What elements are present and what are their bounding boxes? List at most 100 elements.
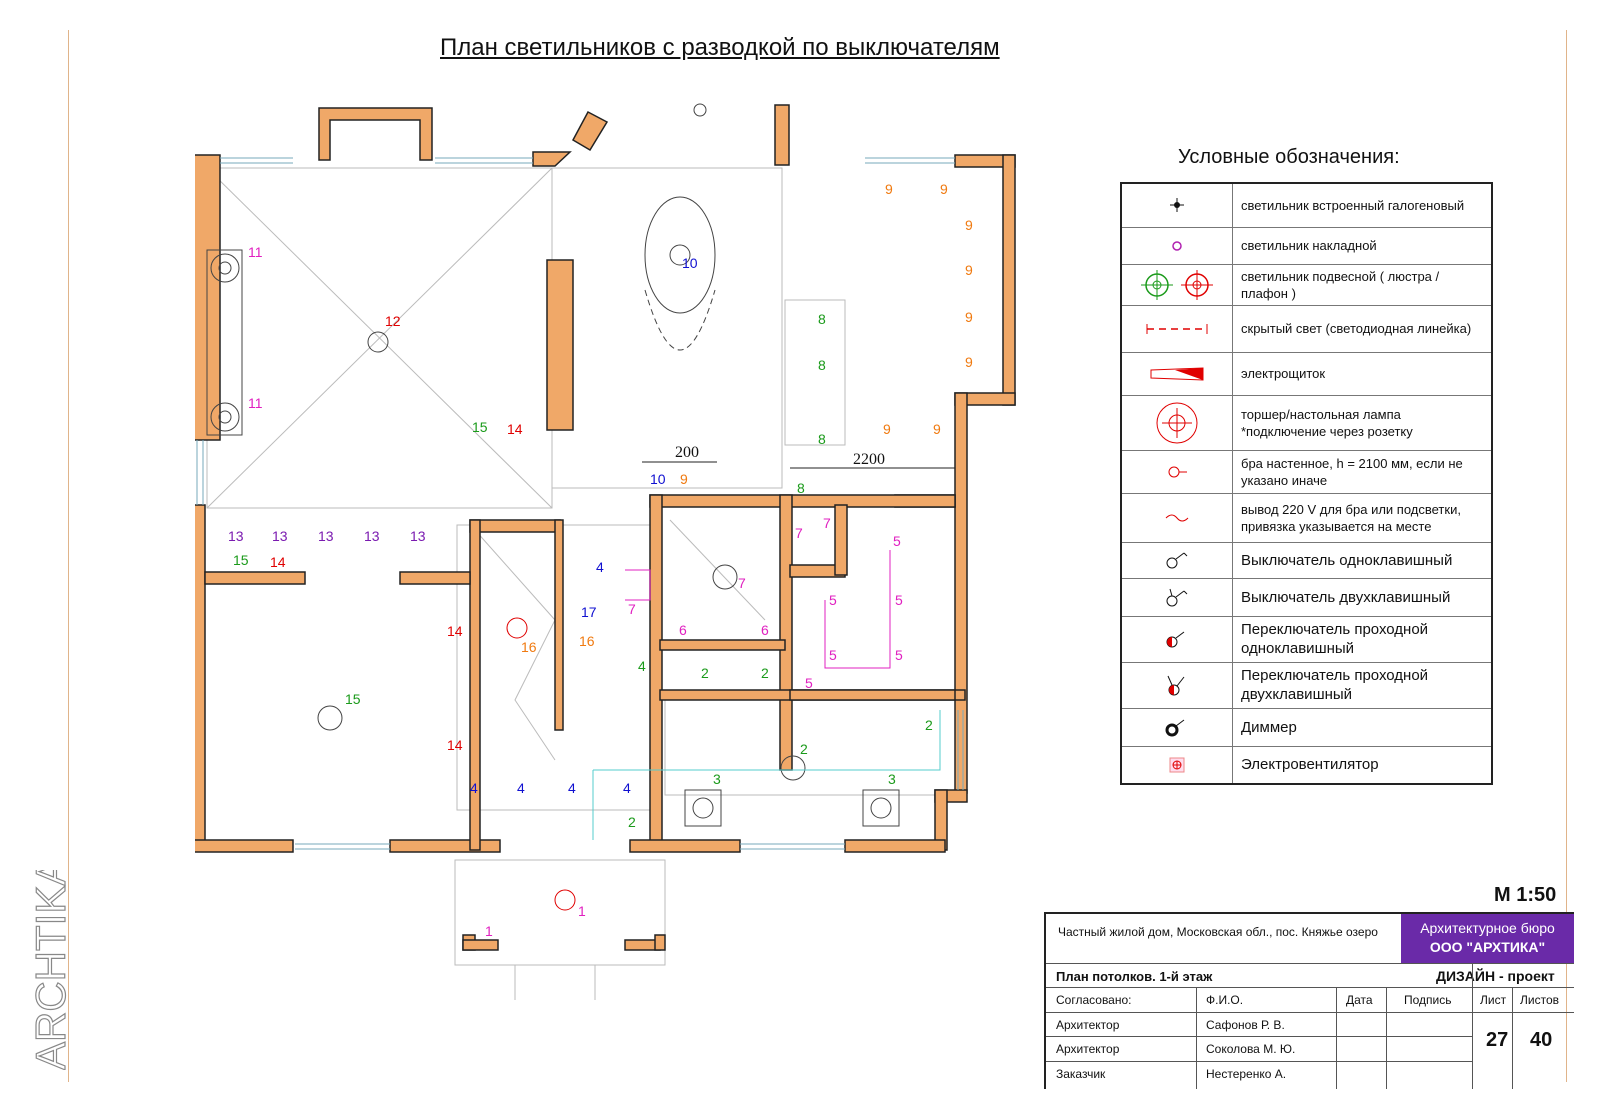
legend-row: бра настенное, h = 2100 мм, если не указ… bbox=[1120, 449, 1493, 494]
fixture-label: 8 bbox=[818, 431, 826, 447]
legend-row: торшер/настольная лампа *подключение чер… bbox=[1120, 394, 1493, 451]
legend-label: светильник подвесной ( люстра / плафон ) bbox=[1232, 263, 1493, 306]
fixture-label: 13 bbox=[410, 528, 426, 544]
dimension-label: 200 bbox=[675, 444, 699, 461]
fixture-label: 4 bbox=[638, 658, 646, 674]
header-date: Дата bbox=[1346, 993, 1373, 1007]
fixture-label: 7 bbox=[823, 515, 831, 531]
row-role: Архитектор bbox=[1056, 1018, 1120, 1032]
floor-symbol-icon bbox=[1120, 394, 1233, 451]
fixture-label: 7 bbox=[795, 525, 803, 541]
fixture-label: 15 bbox=[345, 691, 361, 707]
ceiling-lines bbox=[206, 167, 961, 1000]
row-role: Заказчик bbox=[1056, 1067, 1106, 1081]
legend-label: скрытый свет (светодиодная линейка) bbox=[1232, 304, 1493, 353]
fixture-label: 9 bbox=[965, 354, 973, 370]
output-symbol-icon bbox=[1120, 492, 1233, 543]
legend-row: Выключатель двухклавишный bbox=[1120, 577, 1493, 617]
fixture-label: 15 bbox=[472, 419, 488, 435]
fixture-label: 5 bbox=[829, 647, 837, 663]
legend-label: торшер/настольная лампа *подключение чер… bbox=[1232, 394, 1493, 451]
header-name: Ф.И.О. bbox=[1206, 993, 1244, 1007]
fixture-label: 5 bbox=[805, 675, 813, 691]
bureau-badge: Архитектурное бюро ООО "АРХТИКА" bbox=[1401, 914, 1574, 963]
header-sheets: Листов bbox=[1520, 993, 1559, 1007]
fixture-label: 2 bbox=[800, 741, 808, 757]
fixture-label: 10 bbox=[682, 255, 698, 271]
walls bbox=[195, 104, 1016, 951]
fixture-label: 12 bbox=[385, 313, 401, 329]
header-agreed: Согласовано: bbox=[1056, 993, 1132, 1007]
fixture-label: 8 bbox=[797, 480, 805, 496]
fixture-label: 9 bbox=[885, 181, 893, 197]
hidden-symbol-icon bbox=[1120, 304, 1233, 353]
fixture-label: 9 bbox=[680, 471, 688, 487]
header-sign: Подпись bbox=[1404, 993, 1452, 1007]
pendant-symbol-icon bbox=[1120, 263, 1233, 306]
dimmer-symbol-icon bbox=[1120, 707, 1233, 747]
fixture-label: 14 bbox=[270, 554, 286, 570]
fixture-label: 9 bbox=[965, 262, 973, 278]
windows bbox=[196, 157, 964, 850]
bureau-line2: ООО "АРХТИКА" bbox=[1429, 939, 1546, 955]
fixture-label: 16 bbox=[579, 633, 595, 649]
fixture-label: 4 bbox=[596, 559, 604, 575]
bureau-line1: Архитектурное бюро bbox=[1420, 920, 1555, 936]
header-sheet: Лист bbox=[1480, 993, 1507, 1007]
legend-label: бра настенное, h = 2100 мм, если не указ… bbox=[1232, 449, 1493, 494]
pass2-symbol-icon bbox=[1120, 661, 1233, 709]
sheets-total: 40 bbox=[1530, 1029, 1553, 1051]
legend-title: Условные обозначения: bbox=[1178, 146, 1400, 168]
legend-row: Выключатель одноклавишный bbox=[1120, 541, 1493, 579]
fixture-label: 8 bbox=[818, 311, 826, 327]
fixture-label: 14 bbox=[507, 421, 523, 437]
fixture-label: 14 bbox=[447, 623, 463, 639]
legend-label: Переключатель проходной одноклавишный bbox=[1232, 615, 1493, 663]
fixture-label: 7 bbox=[738, 575, 746, 591]
fixture-label: 15 bbox=[233, 552, 249, 568]
row-role: Архитектор bbox=[1056, 1042, 1120, 1056]
fixture-label: 14 bbox=[447, 737, 463, 753]
frame-left-line bbox=[68, 30, 69, 1082]
fixture-label: 9 bbox=[940, 181, 948, 197]
scale-label: М 1:50 bbox=[1494, 884, 1557, 906]
fixture-label: 6 bbox=[679, 622, 687, 638]
dimension-label: 2200 bbox=[853, 451, 885, 468]
fixture-label: 9 bbox=[883, 421, 891, 437]
fixture-label: 4 bbox=[568, 780, 576, 796]
legend-label: вывод 220 V для бра или подсветки, привя… bbox=[1232, 492, 1493, 543]
fixture-label: 4 bbox=[623, 780, 631, 796]
legend-row: электрощиток bbox=[1120, 351, 1493, 396]
fixture-label: 13 bbox=[272, 528, 288, 544]
fixture-label: 3 bbox=[888, 771, 896, 787]
fixture-label: 11 bbox=[248, 395, 263, 411]
fixture-label: 4 bbox=[470, 780, 478, 796]
fixture-label: 5 bbox=[895, 647, 903, 663]
fixture-label: 6 bbox=[761, 622, 769, 638]
legend-label: Выключатель одноклавишный bbox=[1232, 541, 1493, 579]
legend-label: Переключатель проходной двухклавишный bbox=[1232, 661, 1493, 709]
fixture-label: 2 bbox=[628, 814, 636, 830]
row-name: Соколова М. Ю. bbox=[1206, 1042, 1296, 1056]
row-name: Нестеренко А. bbox=[1206, 1067, 1287, 1081]
legend-row: Диммер bbox=[1120, 707, 1493, 747]
legend-row: Переключатель проходной двухклавишный bbox=[1120, 661, 1493, 709]
fixture-label: 5 bbox=[893, 533, 901, 549]
fixture-label: 5 bbox=[895, 592, 903, 608]
project-type: ДИЗАЙН - проект bbox=[1436, 968, 1555, 984]
fixture-label: 17 bbox=[581, 604, 597, 620]
legend-row: вывод 220 V для бра или подсветки, привя… bbox=[1120, 492, 1493, 543]
legend-row: Переключатель проходной одноклавишный bbox=[1120, 615, 1493, 663]
sheet-number: 27 bbox=[1486, 1029, 1509, 1051]
row-name: Сафонов Р. В. bbox=[1206, 1018, 1285, 1032]
sconce-symbol-icon bbox=[1120, 449, 1233, 494]
fixture-label: 1 bbox=[485, 923, 493, 939]
fixture-label: 3 bbox=[713, 771, 721, 787]
legend-label: светильник накладной bbox=[1232, 226, 1493, 265]
fixtures bbox=[206, 103, 900, 911]
brand-watermark: ARCHTIKA bbox=[26, 870, 74, 1070]
fixture-label: 9 bbox=[933, 421, 941, 437]
legend-label: Диммер bbox=[1232, 707, 1493, 747]
